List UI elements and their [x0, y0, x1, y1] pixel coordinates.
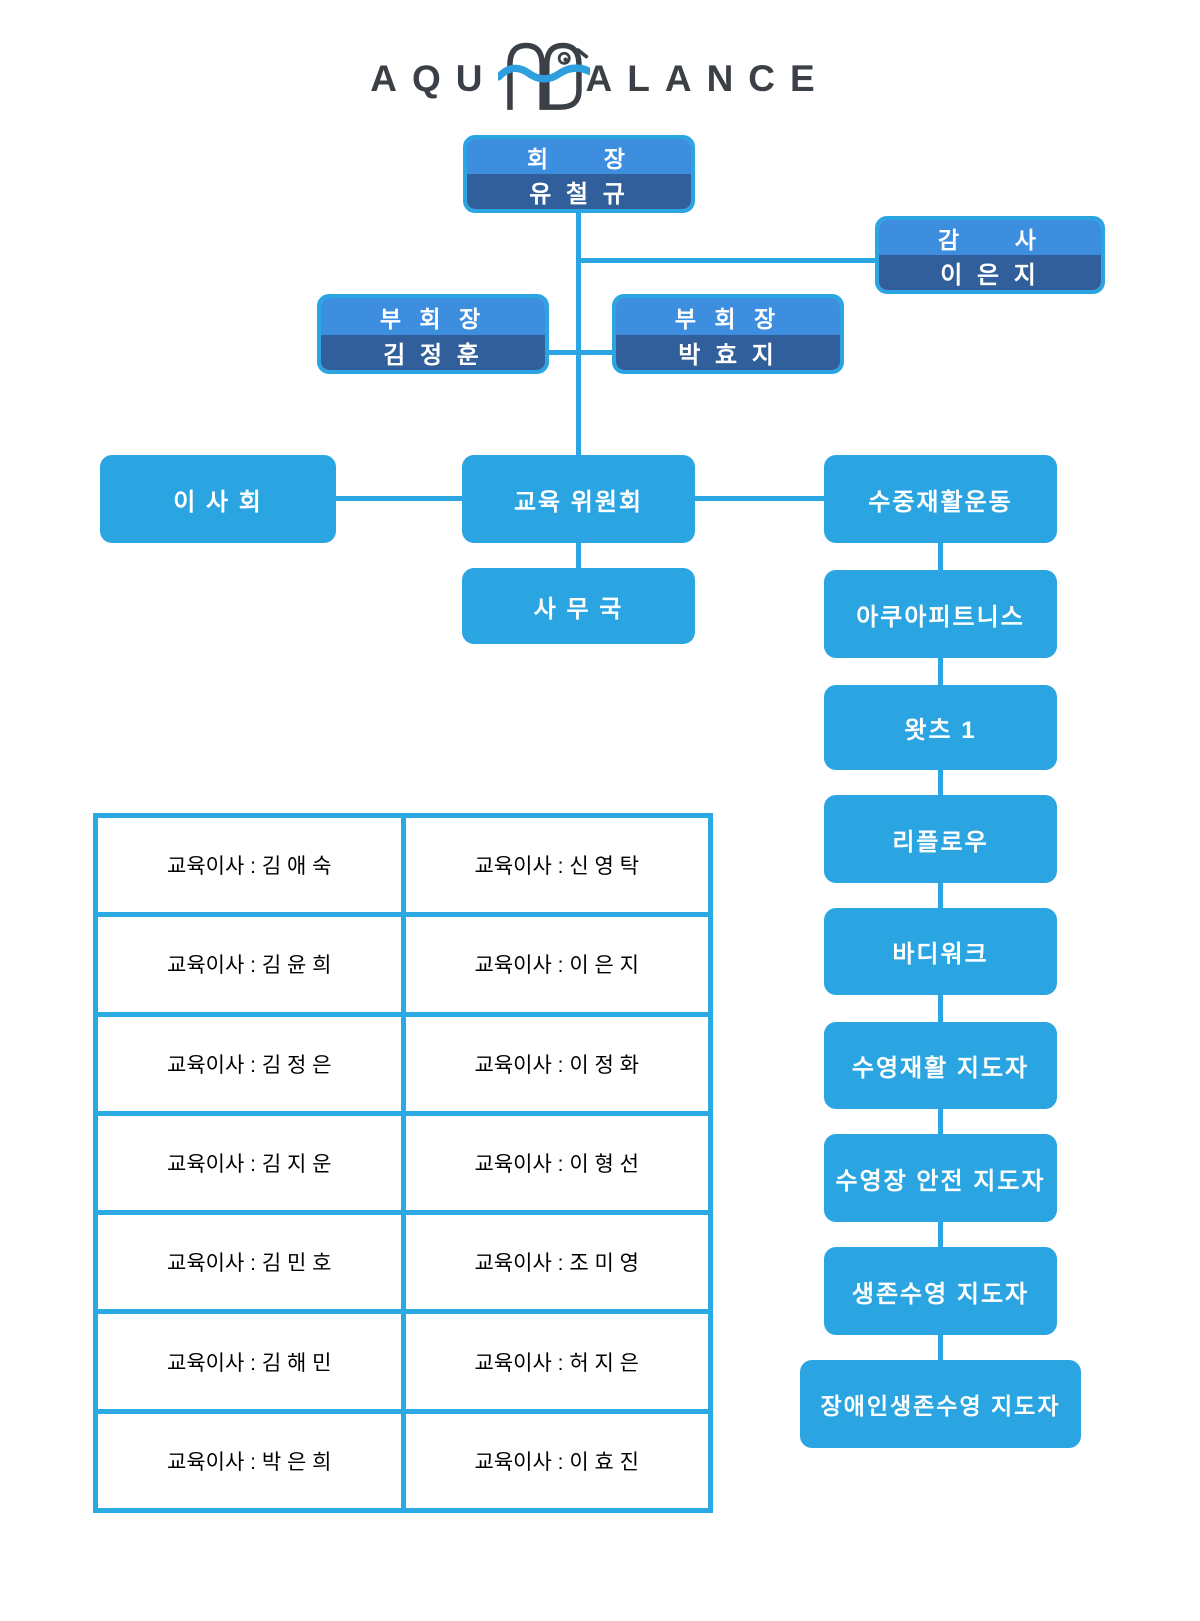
education-committee-node: 교육 위원회 [462, 455, 695, 543]
table-cell: 교육이사 : 김 해 민 [98, 1314, 401, 1409]
board-node: 이 사 회 [100, 455, 336, 543]
table-cell: 교육이사 : 이 형 선 [405, 1115, 708, 1211]
program-node-survival-swim-instructor: 생존수영 지도자 [824, 1247, 1057, 1335]
program-node-reflow: 리플로우 [824, 795, 1057, 883]
table-cell: 교육이사 : 허 지 은 [405, 1314, 708, 1409]
vice-chairman-left-box: 부 회 장 김 정 훈 [317, 294, 549, 374]
chairman-box: 회 장 유 철 규 [463, 135, 695, 213]
connector-chain-5 [938, 993, 943, 1024]
connector-committee-rehab [692, 496, 827, 501]
connector-chain-6 [938, 1107, 943, 1136]
education-directors-table: 교육이사 : 김 애 숙 교육이사 : 신 영 탁 교육이사 : 김 윤 희 교… [93, 813, 713, 1513]
connector-chain-3 [938, 768, 943, 797]
program-node-pool-safety-instructor: 수영장 안전 지도자 [824, 1134, 1057, 1222]
connector-vice-chairs [545, 350, 616, 355]
chairman-title: 회 장 [467, 139, 691, 174]
table-cell: 교육이사 : 조 미 영 [405, 1215, 708, 1310]
program-node-disabled-survival-swim-instructor: 장애인생존수영 지도자 [800, 1360, 1081, 1448]
chairman-name: 유 철 규 [467, 174, 691, 209]
program-node-swim-rehab-instructor: 수영재활 지도자 [824, 1022, 1057, 1109]
secretariat-node: 사 무 국 [462, 568, 695, 644]
logo-text-left: AQU [370, 57, 498, 99]
auditor-title: 감 사 [879, 220, 1101, 255]
table-cell: 교육이사 : 김 정 은 [98, 1016, 401, 1111]
program-node-bodywork: 바디워크 [824, 908, 1057, 995]
connector-chain-2 [938, 656, 943, 687]
vice-chairman-right-title: 부 회 장 [616, 298, 840, 335]
table-cell: 교육이사 : 김 애 숙 [98, 818, 401, 913]
table-cell: 교육이사 : 김 윤 희 [98, 917, 401, 1012]
auditor-box: 감 사 이 은 지 [875, 216, 1105, 294]
table-cell: 교육이사 : 김 지 운 [98, 1115, 401, 1211]
vice-chairman-right-box: 부 회 장 박 효 지 [612, 294, 844, 374]
vice-chairman-right-name: 박 효 지 [616, 335, 840, 370]
logo-text-right: ALANCE [585, 57, 830, 99]
connector-chain-7 [938, 1220, 943, 1249]
connector-chain-8 [938, 1333, 943, 1362]
aquabalance-logo: AQU ALANCE [0, 38, 1200, 118]
program-node-aqua-fitness: 아쿠아피트니스 [824, 570, 1057, 658]
aquatic-rehab-node: 수중재활운동 [824, 455, 1057, 543]
connector-chain-4 [938, 881, 943, 910]
connector-board-committee [333, 496, 465, 501]
connector-chairman-down [576, 211, 581, 457]
table-cell: 교육이사 : 박 은 희 [98, 1413, 401, 1508]
table-cell: 교육이사 : 신 영 탁 [405, 818, 708, 913]
swan-ab-monogram-icon [497, 42, 590, 110]
table-cell: 교육이사 : 이 정 화 [405, 1016, 708, 1111]
connector-chain-1 [938, 541, 943, 572]
auditor-name: 이 은 지 [879, 255, 1101, 290]
table-cell: 교육이사 : 김 민 호 [98, 1215, 401, 1310]
program-node-watsu-1: 왓츠 1 [824, 685, 1057, 770]
connector-committee-secretariat [576, 541, 581, 570]
vice-chairman-left-title: 부 회 장 [321, 298, 545, 335]
connector-to-auditor [578, 258, 877, 263]
vice-chairman-left-name: 김 정 훈 [321, 335, 545, 370]
table-cell: 교육이사 : 이 은 지 [405, 917, 708, 1012]
table-cell: 교육이사 : 이 효 진 [405, 1413, 708, 1508]
